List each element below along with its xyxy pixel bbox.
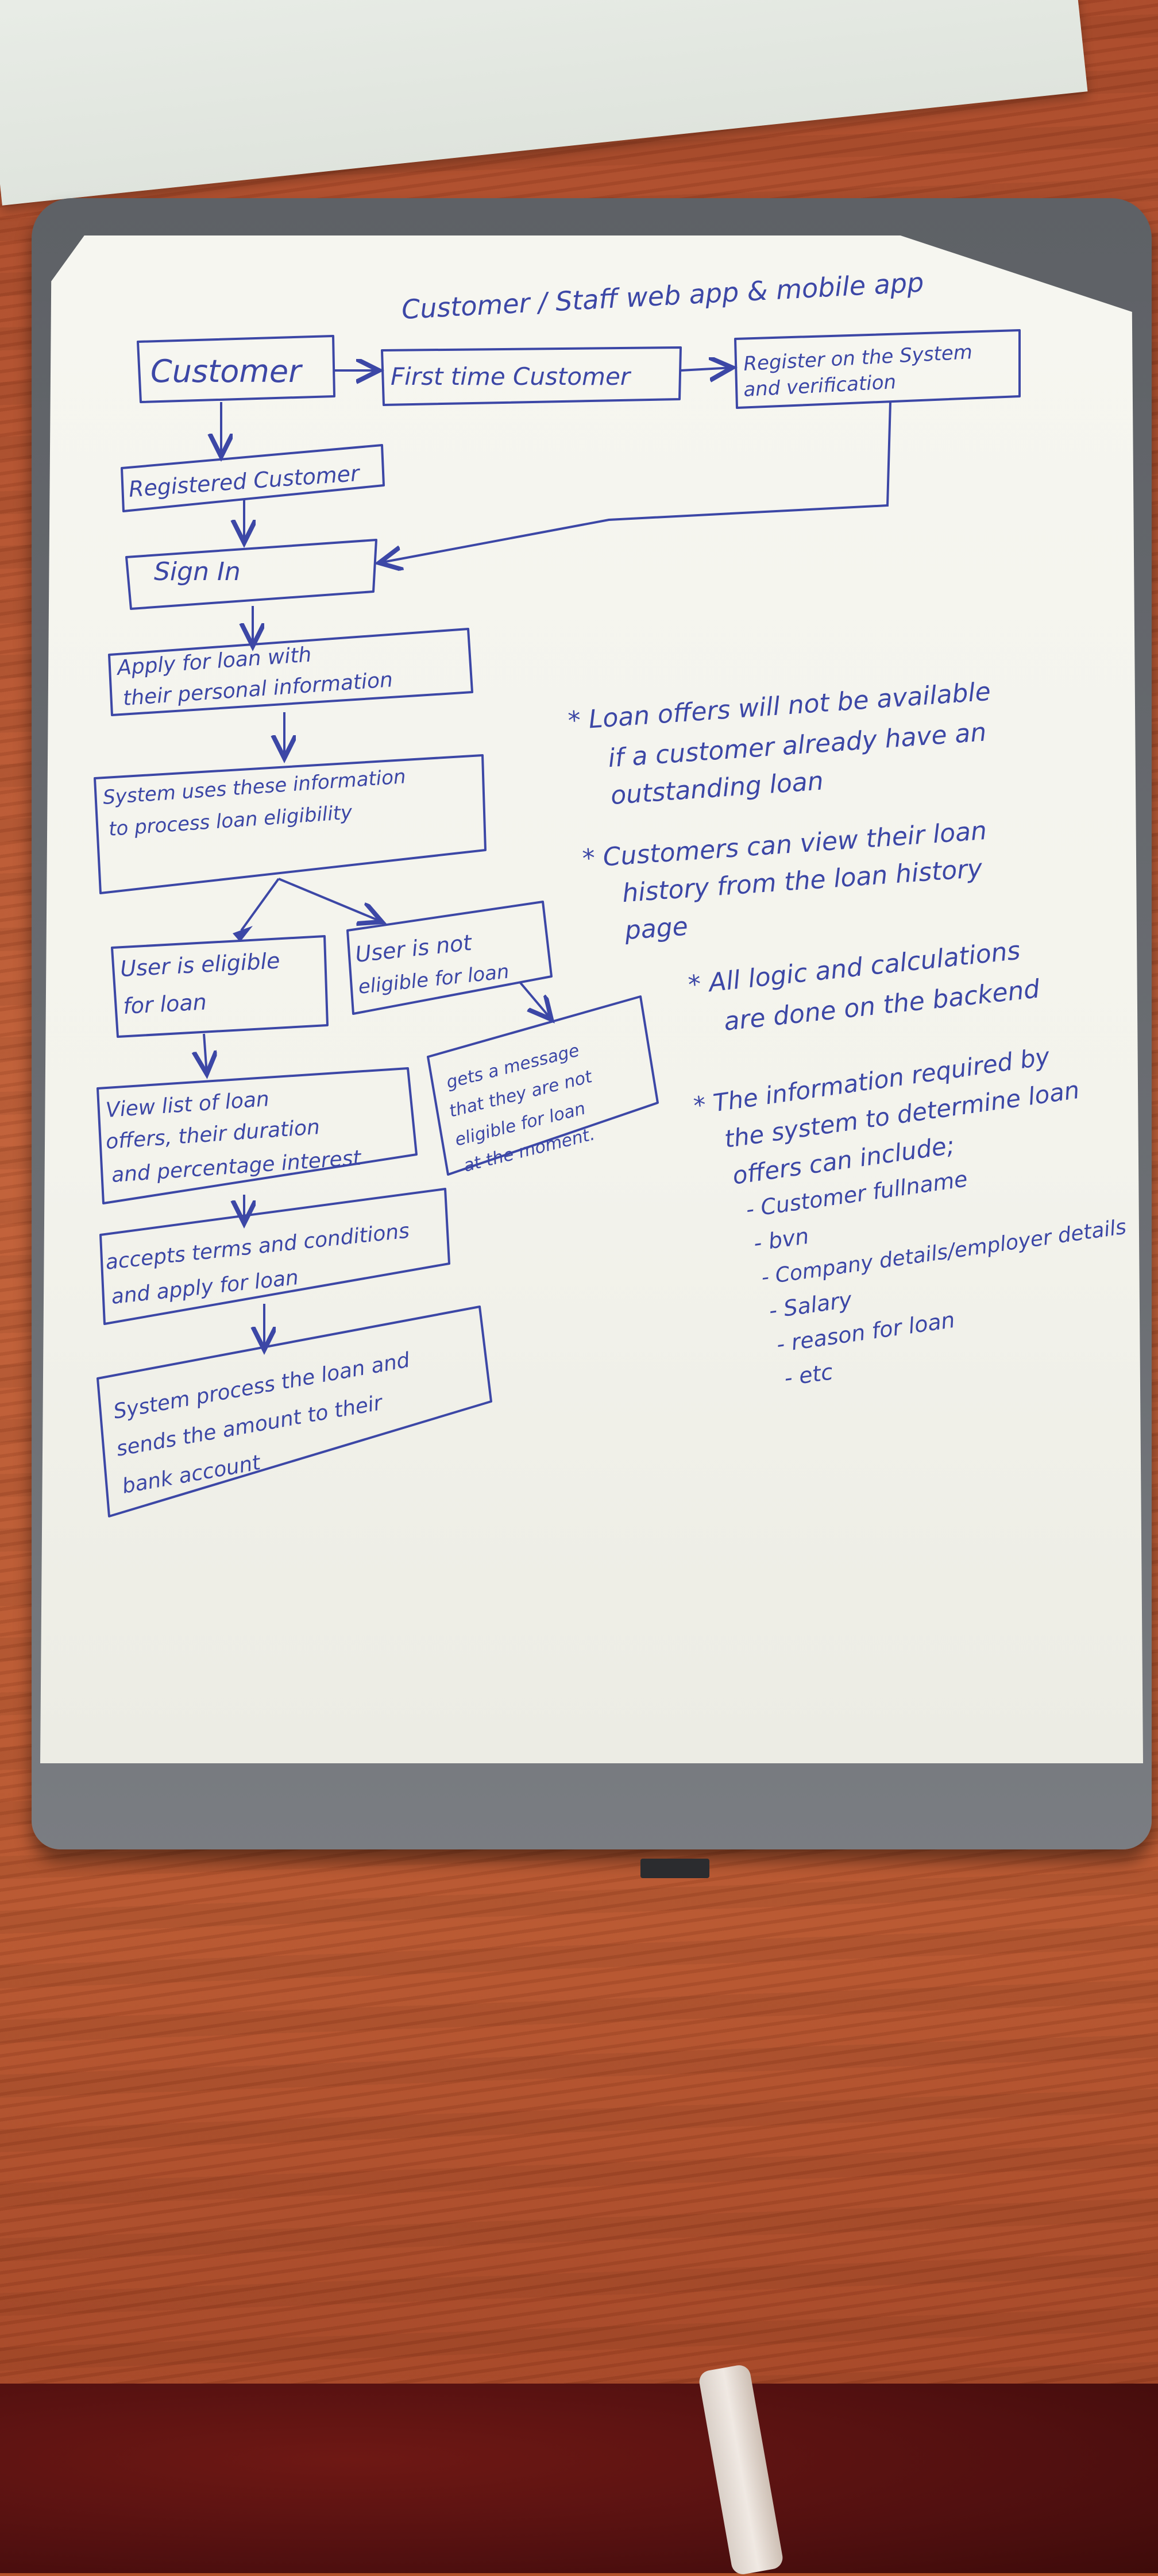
message-box xyxy=(427,995,659,1176)
arrow-not-eligible-to-message xyxy=(519,981,551,1019)
eligible-box xyxy=(111,935,329,1038)
first-time-customer-label: First time Customer xyxy=(391,362,632,391)
system-uses-box xyxy=(94,754,487,894)
note-1-line-3: outstanding loan xyxy=(609,766,824,810)
register-label-2: and verification xyxy=(743,370,897,401)
eligible-label-2: for loan xyxy=(122,989,207,1019)
diagram-title: Customer / Staff web app & mobile app xyxy=(401,267,925,325)
note-list-item-3: - Company details/employer details xyxy=(760,1215,1128,1290)
arrowhead-eligible xyxy=(233,926,253,942)
not-eligible-box xyxy=(346,901,553,1015)
not-eligible-label-2: eligible for loan xyxy=(357,960,511,999)
red-cloth xyxy=(0,2384,1158,2573)
eligible-label-1: User is eligible xyxy=(119,948,280,982)
note-3: * All logic and calculations are done on… xyxy=(687,936,1042,1037)
paper-sheet xyxy=(40,235,1143,1763)
register-box xyxy=(734,329,1021,409)
arrow-system-to-not-eligible xyxy=(278,878,382,922)
arrow-register-to-sign-in xyxy=(379,401,891,563)
note-1: * Loan offers will not be available if a… xyxy=(567,677,991,810)
not-eligible-label-1: User is not xyxy=(354,930,474,967)
system-uses-label-1: System uses these information xyxy=(102,765,407,809)
note-list-item-4: - Salary xyxy=(767,1287,854,1323)
laptop-hinge-foot xyxy=(640,1859,709,1878)
apply-label-1: Apply for loan with xyxy=(115,643,312,680)
first-time-customer-box xyxy=(381,346,682,406)
sign-in-label: Sign In xyxy=(154,557,241,586)
note-2: * Customers can view their loan history … xyxy=(581,816,987,946)
view-offers-box xyxy=(96,1067,418,1204)
accepts-label-2: and apply for loan xyxy=(110,1266,300,1309)
arrow-first-time-to-register xyxy=(680,368,732,370)
registered-customer-label: Registered Customer xyxy=(128,461,362,502)
register-label-1: Register on the System xyxy=(743,341,972,376)
accepts-box xyxy=(99,1188,450,1325)
view-offers-label-3: and percentage interest xyxy=(111,1146,363,1187)
sign-in-box xyxy=(125,539,377,610)
arrow-system-to-eligible xyxy=(240,878,280,932)
system-uses-label-2: to process loan eligibility xyxy=(108,801,353,841)
view-offers-label-2: offers, their duration xyxy=(105,1115,321,1154)
process-box xyxy=(96,1306,492,1517)
note-list-item-6: - etc xyxy=(782,1359,834,1391)
customer-label: Customer xyxy=(150,353,303,389)
view-offers-label-1: View list of loan xyxy=(105,1087,270,1122)
registered-customer-box xyxy=(121,444,385,512)
note-2-line-3: page xyxy=(623,912,689,946)
customer-box xyxy=(137,335,335,403)
apply-box xyxy=(108,628,473,716)
arrow-eligible-to-offers xyxy=(204,1033,207,1074)
note-4: * The information required by the system… xyxy=(692,1042,1128,1391)
note-list-item-2: - bvn xyxy=(752,1223,810,1256)
